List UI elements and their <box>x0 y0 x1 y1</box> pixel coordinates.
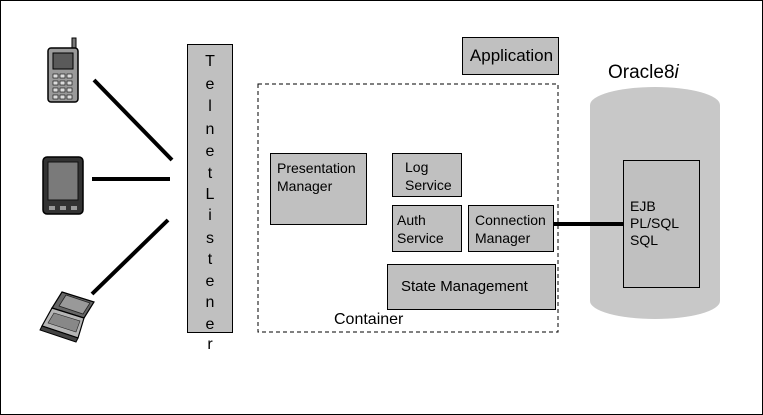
connection-manager-label: Connection Manager <box>475 212 546 246</box>
database-title: Oracle8i <box>608 62 679 84</box>
log-service-label: Log Service <box>405 159 452 193</box>
laptop-connector <box>90 218 170 296</box>
container-region <box>257 83 559 333</box>
telnet-listener-letter: s <box>206 230 214 247</box>
application-label: Application <box>469 46 554 65</box>
log-service-box: Log Service <box>392 153 462 197</box>
mobile-phone-icon <box>47 37 79 103</box>
telnet-listener-letter: i <box>208 207 212 224</box>
presentation-manager-box: Presentation Manager <box>270 153 367 225</box>
auth-service-box: Auth Service <box>392 205 462 252</box>
telnet-listener-letter: n <box>205 121 215 138</box>
database-objects-box: EJB PL/SQL SQL <box>623 160 700 288</box>
database-item-sql: SQL <box>630 232 659 248</box>
telnet-listener-letter: l <box>208 98 212 115</box>
laptop-icon <box>39 291 95 343</box>
phone-connector <box>92 78 174 162</box>
presentation-manager-label: Presentation Manager <box>277 160 356 194</box>
pda-icon <box>42 156 84 215</box>
telnet-listener-letter: t <box>207 165 213 182</box>
telnet-listener-letter: e <box>205 316 215 333</box>
telnet-listener-letter: e <box>205 76 215 93</box>
database-title-main: Oracle8 <box>608 62 675 83</box>
state-management-label: State Management <box>401 278 528 295</box>
container-label: Container <box>334 311 404 328</box>
database-title-italic: i <box>674 62 679 83</box>
database-item-plsql: PL/SQL <box>630 215 680 231</box>
telnet-listener-letter: t <box>207 251 213 268</box>
telnet-listener-letter: e <box>205 143 215 160</box>
telnet-listener-letter: r <box>207 336 213 353</box>
telnet-listener-letter: T <box>205 53 215 70</box>
auth-service-label: Auth Service <box>397 212 444 246</box>
telnet-listener-letter: e <box>205 273 215 290</box>
database-item-ejb: EJB <box>630 198 656 214</box>
telnet-listener-letter: L <box>205 186 215 203</box>
application-box: Application <box>462 37 559 75</box>
telnet-listener-letter: n <box>205 294 215 311</box>
state-management-box: State Management <box>387 264 556 310</box>
connection-manager-box: Connection Manager <box>468 205 554 252</box>
